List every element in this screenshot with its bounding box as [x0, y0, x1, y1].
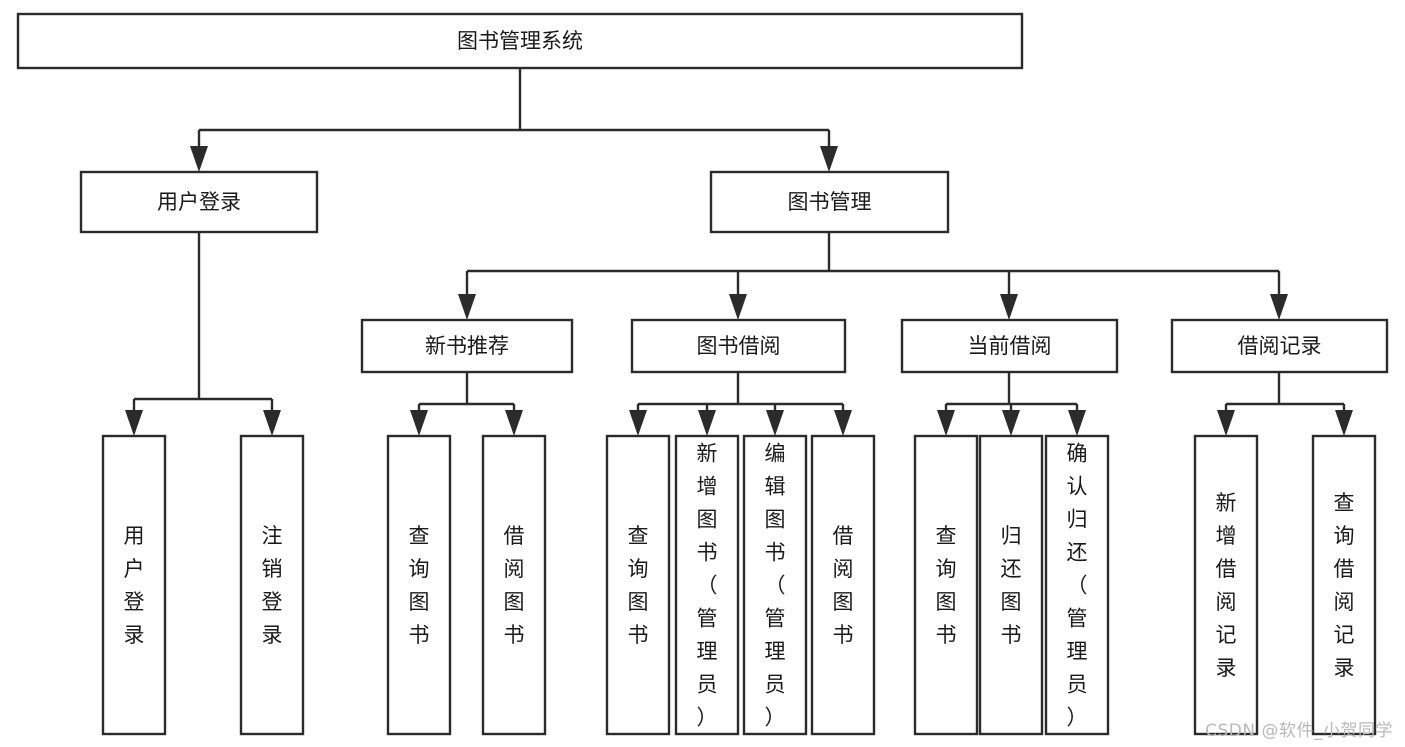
arrow-head-icon — [1002, 410, 1020, 436]
node-label: 借阅图书 — [504, 524, 525, 647]
arrow-head-icon — [125, 410, 143, 436]
node-leaf-borrow-book[interactable]: 借阅图书 — [810, 434, 876, 736]
node-leaf-confirm-return-admin[interactable]: 确认归还（管理员） — [1044, 434, 1110, 736]
node-label: 用户登录 — [124, 524, 145, 647]
node-box[interactable] — [481, 434, 547, 736]
nodes-layer: 图书管理系统用户登录图书管理新书推荐图书借阅当前借阅借阅记录用户登录注销登录查询… — [16, 12, 1389, 736]
node-box[interactable] — [1193, 434, 1259, 736]
arrow-head-icon — [505, 410, 523, 436]
node-label: 确认归还（管理员） — [1067, 442, 1088, 730]
node-box[interactable] — [674, 434, 740, 736]
arrow-head-icon — [629, 410, 647, 436]
node-leaf-logout-login[interactable]: 注销登录 — [239, 434, 305, 736]
node-label: 编辑图书（管理员） — [765, 442, 786, 730]
node-label: 借阅图书 — [833, 524, 854, 647]
arrow-head-icon — [729, 294, 747, 320]
node-box[interactable] — [1311, 434, 1377, 736]
node-box[interactable] — [913, 434, 979, 736]
node-box[interactable] — [630, 318, 847, 374]
node-box[interactable] — [16, 12, 1024, 70]
node-label: 查询借阅记录 — [1334, 491, 1355, 680]
connector-root-to-level2 — [190, 68, 838, 172]
connector-book-manage-to-level3 — [458, 232, 1288, 320]
connectors-layer — [125, 68, 1353, 436]
node-root[interactable]: 图书管理系统 — [16, 12, 1024, 70]
node-leaf-query-book-current[interactable]: 查询图书 — [913, 434, 979, 736]
arrow-head-icon — [834, 410, 852, 436]
node-label: 用户登录 — [157, 190, 241, 214]
arrow-head-icon — [937, 410, 955, 436]
node-box[interactable] — [239, 434, 305, 736]
node-box[interactable] — [978, 434, 1044, 736]
node-label: 新增图书（管理员） — [697, 442, 718, 730]
node-label: 查询图书 — [628, 524, 649, 647]
node-label: 注销登录 — [262, 524, 283, 647]
node-box[interactable] — [900, 318, 1119, 374]
node-box[interactable] — [386, 434, 452, 736]
node-label: 归还图书 — [1001, 524, 1022, 647]
node-label: 新书推荐 — [425, 334, 509, 358]
node-leaf-edit-book-admin[interactable]: 编辑图书（管理员） — [742, 434, 808, 736]
node-box[interactable] — [709, 170, 950, 234]
node-leaf-query-book-borrow[interactable]: 查询图书 — [605, 434, 671, 736]
arrow-head-icon — [1068, 410, 1086, 436]
node-label: 图书管理 — [788, 190, 872, 214]
arrow-head-icon — [263, 410, 281, 436]
node-current-borrow[interactable]: 当前借阅 — [900, 318, 1119, 374]
arrow-head-icon — [190, 146, 208, 172]
node-label: 新增借阅记录 — [1216, 491, 1237, 680]
node-leaf-add-borrow-record[interactable]: 新增借阅记录 — [1193, 434, 1259, 736]
connector-record-to-leaves — [1217, 372, 1353, 436]
connector-borrow-to-leaves — [629, 372, 852, 436]
node-leaf-borrow-book-recommend[interactable]: 借阅图书 — [481, 434, 547, 736]
node-leaf-return-book[interactable]: 归还图书 — [978, 434, 1044, 736]
node-label: 当前借阅 — [968, 334, 1052, 358]
arrow-head-icon — [1000, 294, 1018, 320]
node-box[interactable] — [810, 434, 876, 736]
node-box[interactable] — [360, 318, 574, 374]
node-new-book-recommend[interactable]: 新书推荐 — [360, 318, 574, 374]
node-label: 借阅记录 — [1238, 334, 1322, 358]
node-label: 图书管理系统 — [457, 29, 583, 53]
node-box[interactable] — [742, 434, 808, 736]
node-box[interactable] — [605, 434, 671, 736]
connector-user-login-to-leaves — [125, 232, 281, 436]
node-leaf-query-book-recommend[interactable]: 查询图书 — [386, 434, 452, 736]
arrow-head-icon — [766, 410, 784, 436]
node-box[interactable] — [1170, 318, 1389, 374]
arrow-head-icon — [1335, 410, 1353, 436]
node-borrow-record[interactable]: 借阅记录 — [1170, 318, 1389, 374]
node-leaf-add-book-admin[interactable]: 新增图书（管理员） — [674, 434, 740, 736]
arrow-head-icon — [698, 410, 716, 436]
node-user-login[interactable]: 用户登录 — [79, 170, 319, 234]
node-label: 查询图书 — [409, 524, 430, 647]
node-leaf-query-borrow-record[interactable]: 查询借阅记录 — [1311, 434, 1377, 736]
node-label: 图书借阅 — [697, 334, 781, 358]
node-leaf-user-login[interactable]: 用户登录 — [101, 434, 167, 736]
node-box[interactable] — [1044, 434, 1110, 736]
node-box[interactable] — [79, 170, 319, 234]
node-book-manage[interactable]: 图书管理 — [709, 170, 950, 234]
node-book-borrow[interactable]: 图书借阅 — [630, 318, 847, 374]
watermark-label: CSDN @软件_小贺同学 — [1205, 721, 1393, 741]
arrow-head-icon — [820, 146, 838, 172]
arrow-head-icon — [458, 294, 476, 320]
connector-current-to-leaves — [937, 372, 1086, 436]
arrow-head-icon — [1217, 410, 1235, 436]
connector-recommend-to-leaves — [410, 372, 523, 436]
arrow-head-icon — [410, 410, 428, 436]
node-box[interactable] — [101, 434, 167, 736]
arrow-head-icon — [1270, 294, 1288, 320]
node-label: 查询图书 — [936, 524, 957, 647]
